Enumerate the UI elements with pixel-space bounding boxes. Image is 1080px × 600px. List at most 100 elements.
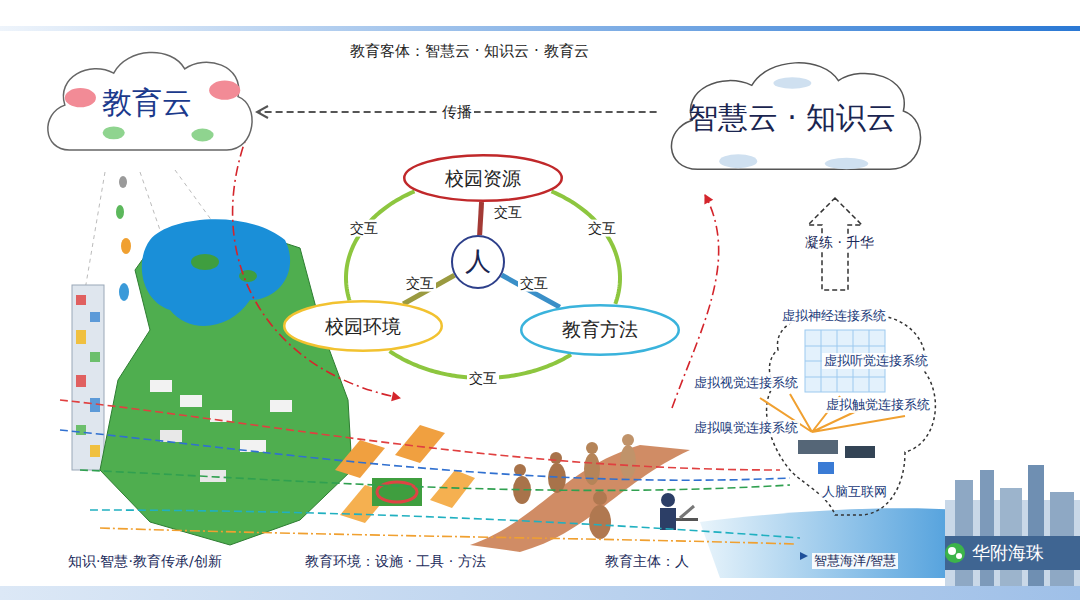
flow-lines [90, 510, 800, 538]
rain-drops [121, 238, 131, 254]
evolution-path [586, 442, 598, 454]
cloud-node: 智慧云 · 知识云 [657, 48, 928, 188]
world-map-blob [103, 126, 125, 139]
campus-map [160, 430, 182, 442]
brain-network [760, 314, 935, 515]
edge-label: 交互 [348, 220, 380, 237]
rain-drops [85, 172, 105, 290]
school-strip [76, 425, 86, 435]
brain-network [845, 446, 875, 458]
rain-drops [175, 170, 215, 225]
school-strip [90, 445, 100, 457]
campus-map [180, 395, 202, 407]
edge-label: 交互 [492, 204, 524, 221]
flow-lines [60, 400, 800, 544]
school-buildings [372, 478, 422, 506]
spoke-line [403, 275, 454, 304]
brain-network [818, 462, 834, 474]
text-label: 虚拟神经连接系统 [780, 308, 888, 324]
school-buildings [335, 440, 385, 478]
top-bar [0, 26, 1080, 31]
ring-arc [552, 191, 621, 303]
person-laptop [660, 508, 676, 530]
flow-lines [80, 470, 790, 490]
text-label: 教育客体：智慧云 · 知识云 · 教育云 [350, 42, 589, 60]
campus-map [100, 219, 352, 545]
school-strip [72, 285, 104, 470]
edge-label: 交互 [467, 370, 499, 387]
world-map-blob [719, 154, 757, 168]
world-map-blob [191, 129, 213, 142]
ellipse-node: 教育方法 [520, 304, 680, 356]
school-strip [76, 375, 86, 387]
text-label: 凝练 · 升华 [803, 234, 876, 251]
ocean [800, 552, 808, 560]
text-label: 知识·智慧·教育传承/创新 [68, 553, 222, 570]
rain-drops [116, 205, 124, 219]
city-skyline [945, 543, 965, 563]
edge-label: 交互 [404, 275, 436, 292]
campus-map [191, 254, 219, 270]
ellipse-node: 校园环境 [283, 300, 443, 352]
school-strip [76, 295, 86, 305]
node-text: 校园资源 [445, 167, 521, 190]
text-label: 虚拟嗅觉连接系统 [692, 420, 800, 436]
evolution-path [470, 434, 690, 552]
bottom-bar [0, 586, 1080, 600]
node-text: 校园环境 [325, 315, 401, 338]
person-laptop [661, 493, 675, 507]
school-buildings [335, 425, 475, 523]
evolution-path [470, 445, 690, 552]
spoke-line [502, 275, 560, 307]
bottom-bar [0, 586, 1080, 600]
text-label: 虚拟触觉连接系统 [824, 397, 932, 413]
edge-label: 交互 [586, 220, 618, 237]
cloud-node: 教育云 [36, 39, 258, 167]
edge-label: 传播 [440, 103, 474, 121]
campus-map [142, 219, 290, 326]
red-loop-arrow [233, 128, 400, 398]
city-skyline [948, 547, 956, 555]
brain-network [798, 440, 838, 454]
text-label: 人脑互联网 [820, 484, 889, 500]
world-map-blob [65, 88, 96, 107]
edge-label: 交互 [518, 275, 550, 292]
ellipse-outline [452, 236, 504, 288]
world-map-blob [209, 81, 240, 100]
person-laptop [676, 518, 698, 521]
evolution-path [584, 453, 600, 485]
city-skyline [945, 465, 1080, 586]
city-skyline [956, 553, 962, 559]
flow-lines [60, 430, 790, 480]
school-strip [76, 330, 86, 344]
node-text: 教育方法 [562, 318, 638, 341]
flow-lines [60, 400, 780, 470]
evolution-path [589, 505, 611, 539]
ellipse-outline [284, 302, 442, 352]
rain-drops [119, 283, 129, 301]
campus-map [150, 380, 172, 392]
school-buildings [395, 425, 445, 463]
evolution-path [620, 445, 636, 479]
ellipse-outline [522, 305, 680, 355]
top-bar [0, 26, 1080, 31]
ellipse-node: 人 [451, 235, 505, 289]
evolution-path [550, 452, 562, 464]
node-text: 教育云 [102, 85, 192, 121]
spoke-line [480, 202, 482, 235]
evolution-path [622, 434, 634, 446]
school-strip [90, 352, 100, 362]
cloud-outline [671, 63, 920, 170]
node-text: 智慧云 · 知识云 [688, 100, 897, 136]
school-strip [72, 285, 104, 470]
red-loop-arrow [233, 128, 719, 408]
campus-map [270, 400, 292, 412]
city-skyline [955, 480, 973, 586]
city-skyline [945, 536, 1080, 570]
world-map-blob [773, 77, 811, 89]
text-label: 虚拟视觉连接系统 [692, 375, 800, 391]
person-laptop [660, 493, 698, 530]
world-map-blob [824, 158, 867, 170]
evolution-path [593, 491, 607, 505]
watermark: 华附海珠 [972, 542, 1044, 564]
